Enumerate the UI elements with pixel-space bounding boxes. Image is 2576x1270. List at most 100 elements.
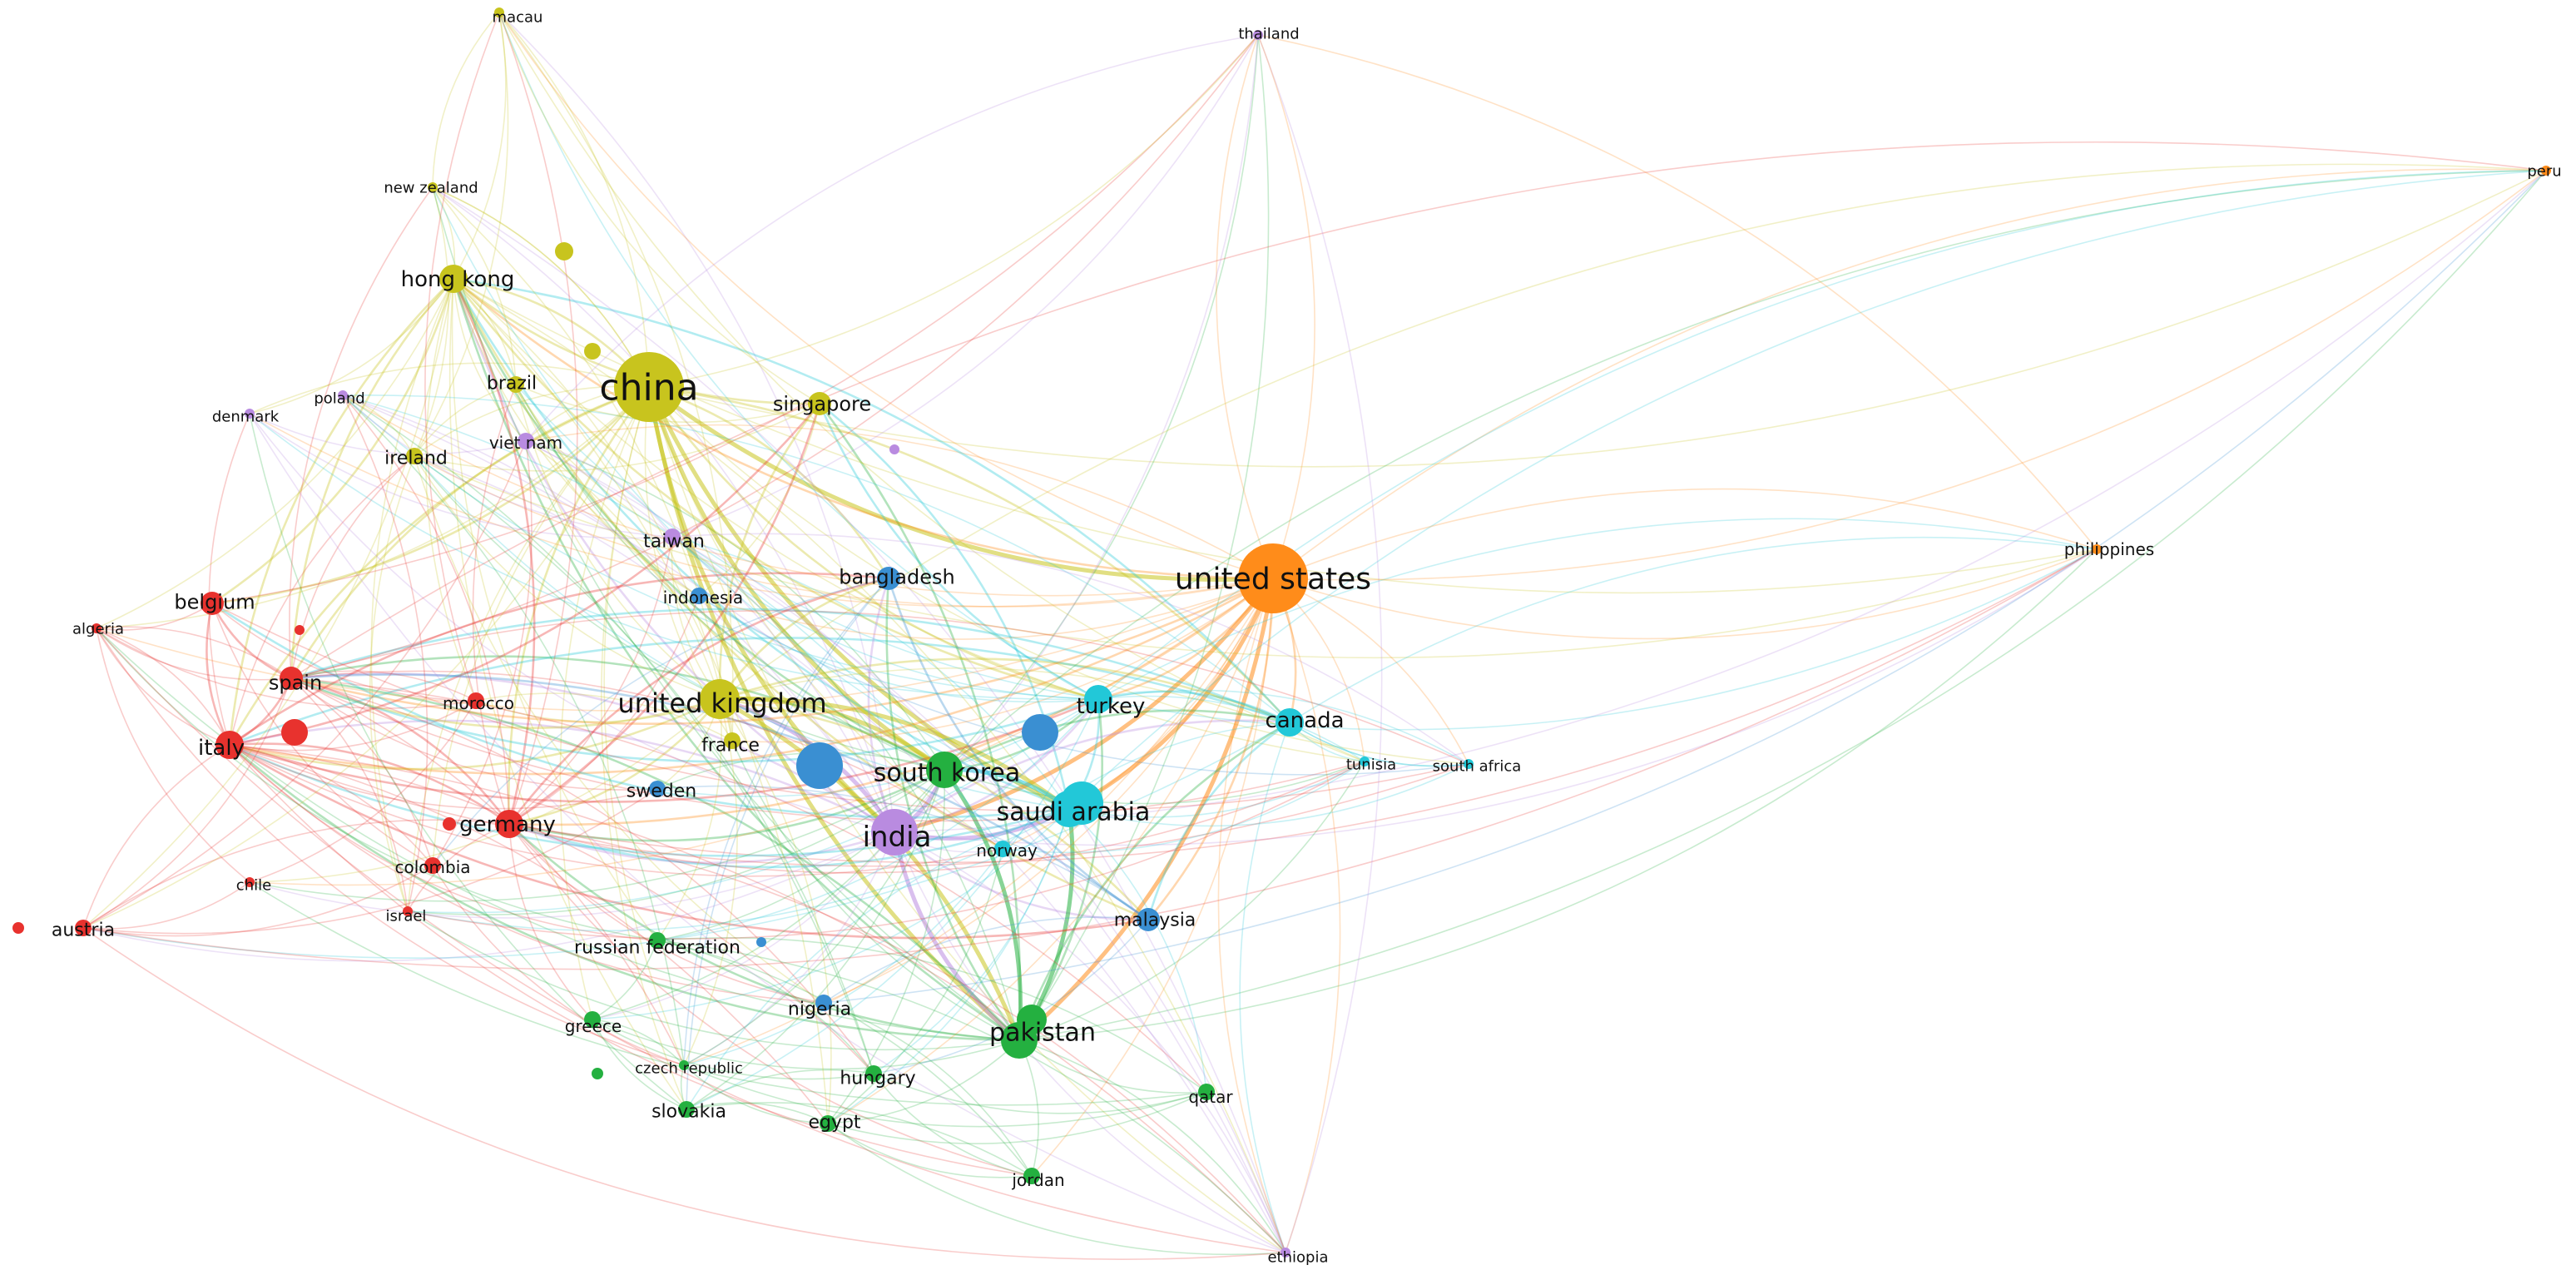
node-greece[interactable] xyxy=(584,1011,601,1028)
link-morocco-united-kingdom xyxy=(475,698,721,723)
link-taiwan-viet-nam xyxy=(525,440,673,538)
node-india[interactable] xyxy=(871,809,918,856)
node-china[interactable] xyxy=(614,352,684,422)
node-peru[interactable] xyxy=(2541,166,2551,176)
node-viet-nam[interactable] xyxy=(518,433,534,449)
link-chile-south-korea xyxy=(249,769,945,902)
node-israel[interactable] xyxy=(403,906,413,916)
link-italy-algeria xyxy=(96,628,230,746)
link-pakistan-philippines xyxy=(1018,548,2098,1041)
node-singapore[interactable] xyxy=(808,392,831,415)
link-china-turkey xyxy=(647,386,1099,701)
link-italy-pakistan xyxy=(229,744,1020,1042)
node-hong-kong[interactable] xyxy=(439,265,468,293)
node-tunisia[interactable] xyxy=(1360,757,1370,766)
node-norway[interactable] xyxy=(994,841,1011,857)
link-italy-malaysia xyxy=(229,743,1149,940)
node-label-israel: israel xyxy=(386,907,427,925)
node-czech-republic[interactable] xyxy=(679,1060,689,1070)
node-russian-federation[interactable] xyxy=(649,932,666,949)
link-united-states-peru xyxy=(1272,170,2547,581)
network-links xyxy=(82,12,2547,1260)
link-tunisia-turkey xyxy=(1097,695,1365,762)
node-united-kingdom[interactable] xyxy=(700,679,740,719)
node-denmark[interactable] xyxy=(245,409,255,419)
link-denmark-italy xyxy=(208,413,250,746)
node-bangladesh[interactable] xyxy=(877,567,900,590)
link-egypt-united-states xyxy=(827,578,1274,1124)
node-new-zealand[interactable] xyxy=(428,182,438,192)
unlabeled-node xyxy=(889,444,899,454)
node-malaysia[interactable] xyxy=(1137,908,1160,931)
link-canada-malaysia xyxy=(1147,721,1290,920)
link-india-italy xyxy=(229,719,895,834)
node-macau[interactable] xyxy=(494,7,504,17)
node-indonesia[interactable] xyxy=(691,588,707,604)
link-hong-kong-south-korea xyxy=(452,278,945,771)
node-united-states[interactable] xyxy=(1238,543,1308,613)
node-south-africa[interactable] xyxy=(1464,759,1474,769)
node-france[interactable] xyxy=(724,732,741,749)
node-germany[interactable] xyxy=(495,810,523,838)
link-russian-federation-turkey xyxy=(656,698,1099,941)
link-hong-kong-macau xyxy=(453,12,507,280)
link-israel-saudi-arabia xyxy=(407,808,1070,932)
link-egypt-ethiopia xyxy=(827,1123,1286,1256)
node-colombia[interactable] xyxy=(424,857,441,874)
link-ireland-spain xyxy=(290,455,415,679)
node-pakistan[interactable] xyxy=(1001,1022,1038,1059)
node-taiwan[interactable] xyxy=(664,528,681,545)
link-macau-united-states xyxy=(498,12,1274,579)
link-hong-kong-indonesia xyxy=(453,278,700,597)
node-south-korea[interactable] xyxy=(926,752,963,788)
node-sweden[interactable] xyxy=(649,781,666,797)
link-brazil-ireland xyxy=(414,384,517,457)
link-austria-canada xyxy=(82,722,1290,959)
node-spain[interactable] xyxy=(280,667,303,690)
link-germany-italy xyxy=(229,742,510,826)
node-philippines[interactable] xyxy=(2092,544,2102,554)
link-czech-republic-spain xyxy=(290,677,685,1066)
node-label-slovakia: slovakia xyxy=(651,1102,726,1123)
node-jordan[interactable] xyxy=(1023,1168,1040,1184)
link-peru-saudi-arabia xyxy=(1068,170,2547,810)
link-china-czech-republic xyxy=(603,386,685,1066)
link-ireland-poland xyxy=(342,394,415,457)
node-slovakia[interactable] xyxy=(678,1101,695,1118)
link-algeria-belgium xyxy=(96,603,213,631)
link-egypt-jordan xyxy=(827,1123,1033,1178)
node-thailand[interactable] xyxy=(1253,30,1263,40)
node-turkey[interactable] xyxy=(1084,685,1112,713)
node-ethiopia[interactable] xyxy=(1281,1248,1290,1258)
link-egypt-qatar xyxy=(827,1091,1207,1144)
node-nigeria[interactable] xyxy=(815,995,832,1011)
link-austria-viet-nam xyxy=(82,440,527,929)
link-saudi-arabia-united-states xyxy=(1068,578,1276,811)
node-belgium[interactable] xyxy=(201,592,224,615)
node-austria[interactable] xyxy=(75,920,92,936)
node-morocco[interactable] xyxy=(468,692,484,709)
link-greece-pakistan xyxy=(592,1019,1020,1070)
node-poland[interactable] xyxy=(338,390,348,400)
node-italy[interactable] xyxy=(215,731,244,759)
link-macau-morocco xyxy=(424,12,500,702)
node-qatar[interactable] xyxy=(1198,1084,1215,1100)
node-chile[interactable] xyxy=(245,877,255,887)
node-algeria[interactable] xyxy=(92,623,102,633)
node-hungary[interactable] xyxy=(865,1065,882,1082)
node-brazil[interactable] xyxy=(508,376,524,393)
node-egypt[interactable] xyxy=(820,1115,836,1132)
link-saudi-arabia-united-kingdom xyxy=(719,696,1071,811)
link-italy-nigeria xyxy=(229,744,825,1004)
node-saudi-arabia[interactable] xyxy=(1051,791,1087,827)
link-china-south-korea xyxy=(646,386,946,772)
link-italy-saudi-arabia xyxy=(229,743,1070,857)
link-germany-united-kingdom xyxy=(508,698,721,826)
link-philippines-thailand xyxy=(1257,34,2098,550)
node-canada[interactable] xyxy=(1276,708,1304,737)
link-belgium-china xyxy=(211,386,650,605)
node-ireland[interactable] xyxy=(406,448,423,464)
node-label-nigeria: nigeria xyxy=(788,1000,851,1020)
link-spain-sweden xyxy=(290,677,658,791)
link-china-spain xyxy=(290,385,650,679)
